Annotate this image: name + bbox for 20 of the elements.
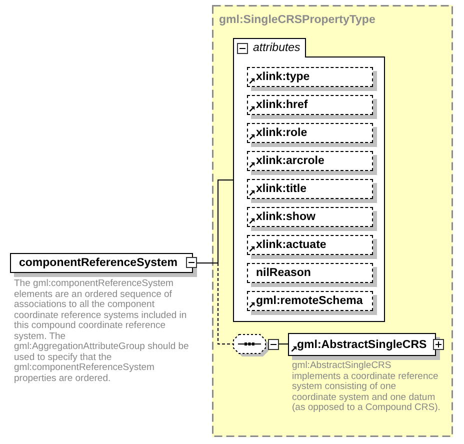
element-name: gml:AbstractSingleCRS xyxy=(297,338,427,352)
attribute-name: nilReason xyxy=(256,266,311,280)
description-text: The gml:componentReferenceSystem elements are an ordered sequence of associations to all the component coordinate reference systems included in this compound coordinate reference system. The gml:AggregationAttributeGroup should be used to specify that the gml:componentReferenceSystem properties are ordered. xyxy=(14,279,190,384)
connector-line xyxy=(218,262,234,344)
description-text: gml:AbstractSingleCRS implements a coordinate reference system consisting of one coordinate system and one datum (as opposed to a Compound CRS). xyxy=(292,361,442,414)
sequence-compositor xyxy=(233,334,269,357)
attribute-group xyxy=(233,38,385,322)
attribute-name: xlink:show xyxy=(256,210,316,224)
attribute-name: xlink:actuate xyxy=(256,238,326,252)
connector-line xyxy=(218,180,234,264)
attribute-name: gml:remoteSchema xyxy=(256,294,363,308)
group-name: attributes xyxy=(253,42,300,55)
type-container xyxy=(212,5,453,437)
element-name: componentReferenceSystem xyxy=(19,256,178,270)
attribute-name: xlink:role xyxy=(256,126,308,140)
attribute-name: xlink:href xyxy=(256,98,308,112)
attribute-name: xlink:arcrole xyxy=(256,154,324,168)
attribute-name: xlink:type xyxy=(256,70,310,84)
attribute-name: xlink:title xyxy=(256,182,306,196)
type-name: gml:SingleCRSPropertyType xyxy=(219,13,376,27)
